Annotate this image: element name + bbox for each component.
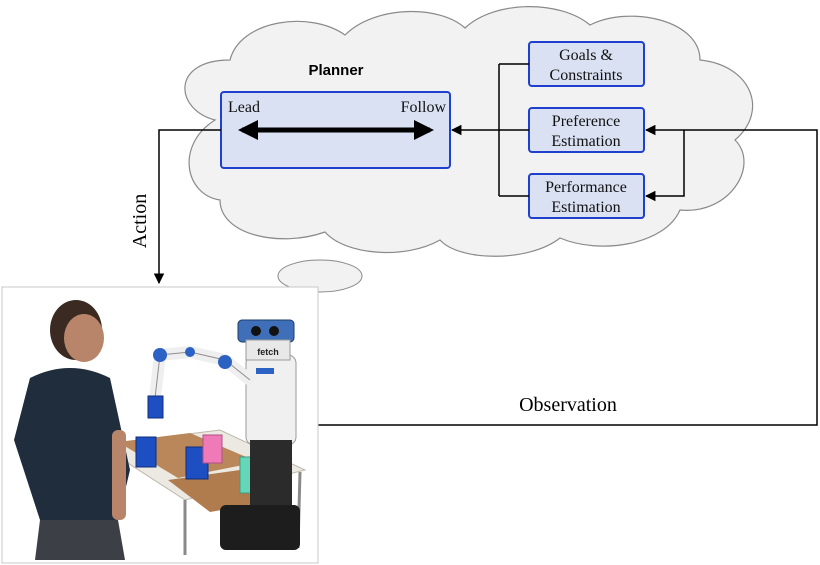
- preference-line2: Estimation: [551, 133, 620, 150]
- module-bus-connector: [450, 63, 529, 197]
- follow-label: Follow: [401, 99, 447, 116]
- goals-line2: Constraints: [550, 67, 623, 84]
- observation-feedback-arrow: [318, 124, 818, 426]
- human-person: [14, 300, 130, 560]
- action-label: Action: [129, 194, 151, 248]
- robot-brand-label: fetch: [257, 347, 279, 357]
- lead-follow-box: Lead Follow: [220, 91, 451, 169]
- fetch-robot: fetch: [147, 319, 300, 550]
- preference-estimation-box: Preference Estimation: [528, 107, 645, 153]
- scene-photo: fetch: [1, 286, 319, 564]
- thought-bubble-large: [277, 259, 363, 293]
- lead-label: Lead: [228, 99, 260, 116]
- performance-line1: Performance: [545, 179, 627, 196]
- performance-line2: Estimation: [551, 199, 620, 216]
- goals-line1: Goals &: [559, 47, 613, 64]
- action-arrow: [153, 129, 221, 285]
- pink-block: [202, 434, 223, 464]
- preference-line1: Preference: [552, 113, 620, 130]
- performance-estimation-box: Performance Estimation: [528, 173, 645, 219]
- planner-title: Planner: [308, 62, 363, 79]
- goals-constraints-box: Goals & Constraints: [528, 41, 645, 87]
- blue-block-1: [135, 436, 157, 468]
- observation-label: Observation: [519, 394, 617, 416]
